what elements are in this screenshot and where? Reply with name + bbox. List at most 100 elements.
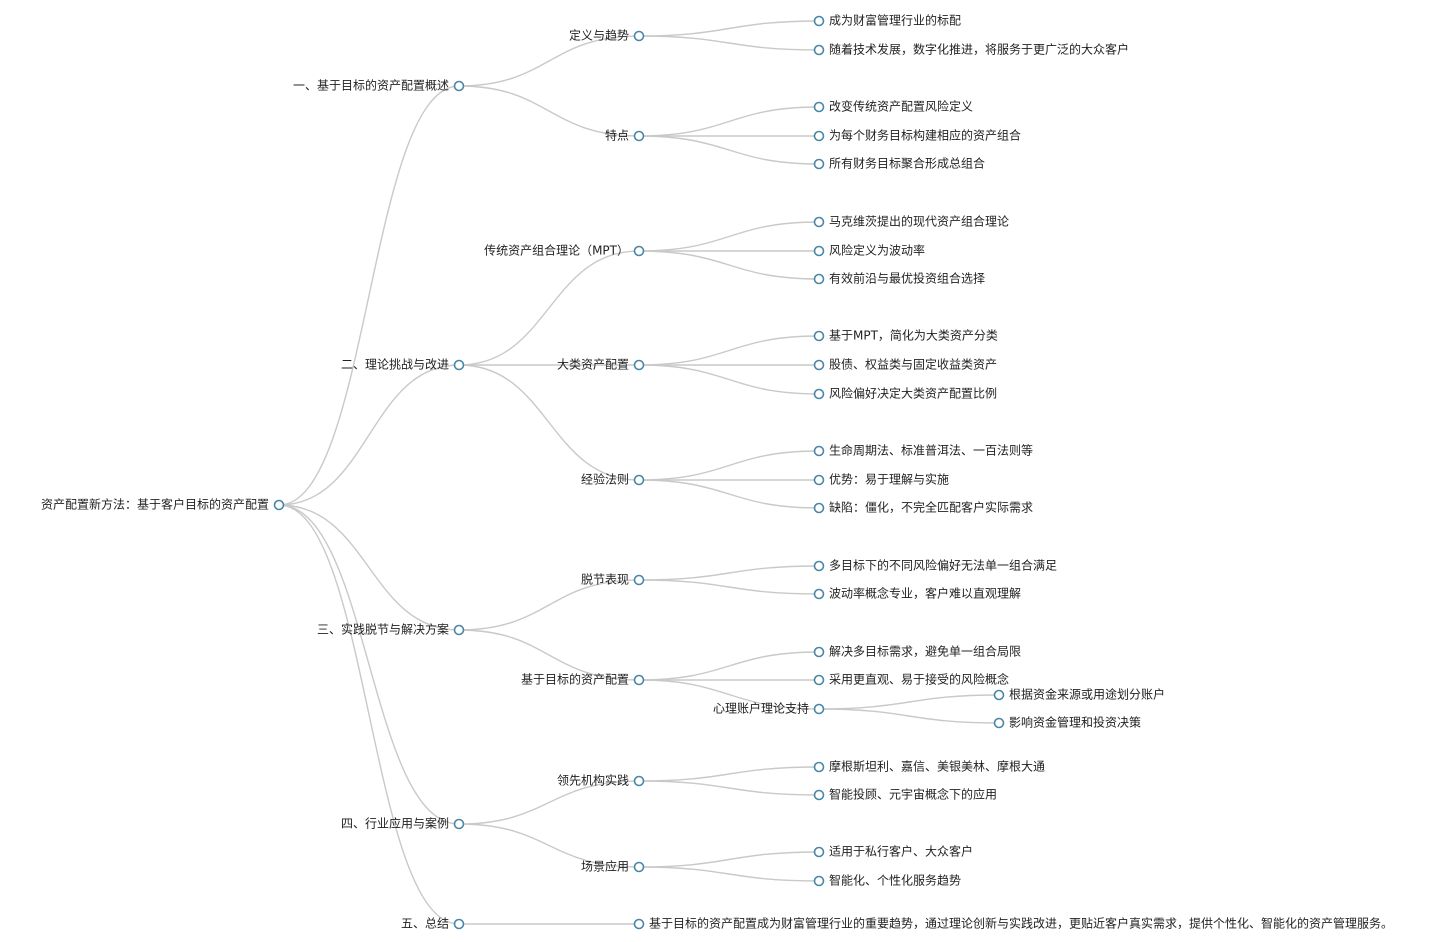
- mindmap-node-d3-2-1-1[interactable]: 采用更直观、易于接受的风险概念: [813, 672, 1010, 687]
- mindmap-node-d3-3-1-1[interactable]: 智能化、个性化服务趋势: [813, 873, 962, 888]
- node-toggle-circle[interactable]: [813, 502, 825, 514]
- node-label: 波动率概念专业，客户难以直观理解: [829, 586, 1021, 601]
- mindmap-node-d4-2-1-2-1[interactable]: 影响资金管理和投资决策: [993, 715, 1142, 730]
- mindmap-node-d2-0-0[interactable]: 定义与趋势: [569, 28, 645, 43]
- node-toggle-circle[interactable]: [813, 703, 825, 715]
- mindmap-node-d3-2-0-0[interactable]: 多目标下的不同风险偏好无法单一组合满足: [813, 558, 1058, 573]
- mindmap-node-d3-1-2-2[interactable]: 缺陷：僵化，不完全匹配客户实际需求: [813, 500, 1034, 515]
- node-toggle-circle[interactable]: [813, 359, 825, 371]
- node-label: 生命周期法、标准普洱法、一百法则等: [829, 443, 1033, 458]
- mindmap-node-d2-1-2[interactable]: 经验法则: [581, 472, 645, 487]
- node-toggle-circle[interactable]: [813, 846, 825, 858]
- link-d2-3-1-to-1: [638, 866, 820, 882]
- node-label: 采用更直观、易于接受的风险概念: [829, 672, 1009, 687]
- mindmap-node-d1-4[interactable]: 五、总结: [401, 917, 465, 931]
- node-toggle-circle[interactable]: [813, 761, 825, 773]
- link-d2-1-2-to-0: [638, 450, 820, 481]
- node-label: 场景应用: [581, 859, 629, 874]
- node-label: 传统资产组合理论（MPT）: [484, 243, 629, 258]
- node-toggle-circle[interactable]: [273, 499, 285, 511]
- mindmap-node-d3-1-2-1[interactable]: 优势：易于理解与实施: [813, 472, 950, 487]
- mindmap-node-d3-3-1-0[interactable]: 适用于私行客户、大众客户: [813, 844, 974, 859]
- mindmap-node-d3-1-0-0[interactable]: 马克维茨提出的现代资产组合理论: [813, 214, 1010, 229]
- node-toggle-circle[interactable]: [813, 245, 825, 257]
- mindmap-node-d4-2-1-2-0[interactable]: 根据资金来源或用途划分账户: [993, 687, 1166, 702]
- node-toggle-circle[interactable]: [633, 30, 645, 42]
- node-toggle-circle[interactable]: [453, 624, 465, 636]
- node-toggle-circle[interactable]: [633, 359, 645, 371]
- mindmap-node-root[interactable]: 资产配置新方法：基于客户目标的资产配置: [41, 497, 285, 512]
- node-toggle-circle[interactable]: [813, 560, 825, 572]
- node-toggle-circle[interactable]: [993, 717, 1005, 729]
- mindmap-node-d2-1-0[interactable]: 传统资产组合理论（MPT）: [484, 243, 645, 258]
- mindmap-node-d3-1-0-2[interactable]: 有效前沿与最优投资组合选择: [813, 271, 986, 286]
- mindmap-node-d3-1-2-0[interactable]: 生命周期法、标准普洱法、一百法则等: [813, 443, 1034, 458]
- node-toggle-circle[interactable]: [813, 216, 825, 228]
- node-toggle-circle[interactable]: [813, 875, 825, 887]
- node-toggle-circle[interactable]: [813, 445, 825, 457]
- node-toggle-circle[interactable]: [633, 574, 645, 586]
- node-label: 为每个财务目标构建相应的资产组合: [829, 128, 1021, 143]
- mindmap-node-d2-3-1[interactable]: 场景应用: [581, 859, 645, 874]
- node-toggle-circle[interactable]: [813, 388, 825, 400]
- node-toggle-circle[interactable]: [813, 789, 825, 801]
- node-toggle-circle[interactable]: [813, 130, 825, 142]
- node-toggle-circle[interactable]: [813, 15, 825, 27]
- node-toggle-circle[interactable]: [813, 158, 825, 170]
- node-toggle-circle[interactable]: [813, 674, 825, 686]
- mindmap-node-d3-0-1-2[interactable]: 所有财务目标聚合形成总组合: [813, 156, 986, 171]
- mindmap-node-d3-2-0-1[interactable]: 波动率概念专业，客户难以直观理解: [813, 586, 1022, 601]
- mindmap-node-d1-1[interactable]: 二、理论挑战与改进: [341, 358, 465, 372]
- link-d1-2-to-0: [458, 579, 640, 631]
- node-toggle-circle[interactable]: [813, 330, 825, 342]
- node-toggle-circle[interactable]: [453, 359, 465, 371]
- node-label: 适用于私行客户、大众客户: [829, 844, 973, 859]
- node-toggle-circle[interactable]: [633, 130, 645, 142]
- node-toggle-circle[interactable]: [813, 646, 825, 658]
- mindmap-node-d3-0-1-1[interactable]: 为每个财务目标构建相应的资产组合: [813, 128, 1022, 143]
- mindmap-node-d2-2-0[interactable]: 脱节表现: [581, 572, 645, 587]
- node-label: 大类资产配置: [557, 358, 629, 372]
- node-toggle-circle[interactable]: [813, 44, 825, 56]
- link-root-to-0: [278, 85, 460, 506]
- mindmap-node-d3-1-1-2[interactable]: 风险偏好决定大类资产配置比例: [813, 386, 998, 401]
- mindmap-node-d1-2[interactable]: 三、实践脱节与解决方案: [317, 622, 465, 637]
- node-toggle-circle[interactable]: [633, 861, 645, 873]
- mindmap-node-d3-0-0-0[interactable]: 成为财富管理行业的标配: [813, 13, 962, 28]
- node-toggle-circle[interactable]: [993, 689, 1005, 701]
- mindmap-node-d3-3-0-1[interactable]: 智能投顾、元宇宙概念下的应用: [813, 787, 998, 802]
- link-d2-3-1-to-0: [638, 851, 820, 868]
- mindmap-node-d1-3[interactable]: 四、行业应用与案例: [341, 816, 465, 831]
- node-label: 解决多目标需求，避免单一组合局限: [829, 644, 1021, 659]
- link-d2-1-0-to-0: [638, 221, 820, 252]
- node-toggle-circle[interactable]: [813, 474, 825, 486]
- mindmap-node-d3-1-1-0[interactable]: 基于MPT，简化为大类资产分类: [813, 329, 998, 343]
- node-toggle-circle[interactable]: [453, 918, 465, 930]
- node-toggle-circle[interactable]: [633, 245, 645, 257]
- mindmap-node-d2-2-1[interactable]: 基于目标的资产配置: [521, 672, 645, 687]
- node-toggle-circle[interactable]: [813, 101, 825, 113]
- mindmap-node-d3-2-1-2[interactable]: 心理账户理论支持: [713, 701, 825, 716]
- mindmap-node-d3-1-0-1[interactable]: 风险定义为波动率: [813, 243, 926, 258]
- mindmap-node-d3-0-0-1[interactable]: 随着技术发展，数字化推进，将服务于更广泛的大众客户: [813, 42, 1130, 57]
- mindmap-node-d2-1-1[interactable]: 大类资产配置: [557, 358, 645, 372]
- node-toggle-circle[interactable]: [633, 918, 645, 930]
- mindmap-node-d3-0-1-0[interactable]: 改变传统资产配置风险定义: [813, 99, 974, 114]
- node-toggle-circle[interactable]: [633, 775, 645, 787]
- mindmap-node-d3-2-1-0[interactable]: 解决多目标需求，避免单一组合局限: [813, 644, 1022, 659]
- node-toggle-circle[interactable]: [633, 474, 645, 486]
- link-root-to-4: [278, 504, 460, 925]
- node-toggle-circle[interactable]: [453, 818, 465, 830]
- node-toggle-circle[interactable]: [633, 674, 645, 686]
- mindmap-node-d2-3-0[interactable]: 领先机构实践: [557, 773, 645, 788]
- mindmap-node-d2-0-1[interactable]: 特点: [605, 128, 645, 143]
- node-toggle-circle[interactable]: [813, 273, 825, 285]
- node-toggle-circle[interactable]: [453, 80, 465, 92]
- mindmap-node-d3-1-1-1[interactable]: 股债、权益类与固定收益类资产: [813, 357, 998, 372]
- mindmap-node-d2-4-0[interactable]: 基于目标的资产配置成为财富管理行业的重要趋势，通过理论创新与实践改进，更贴近客户…: [633, 916, 1394, 931]
- mindmap-node-d1-0[interactable]: 一、基于目标的资产配置概述: [293, 78, 465, 93]
- node-toggle-circle[interactable]: [813, 588, 825, 600]
- link-root-to-1: [278, 364, 460, 506]
- mindmap-node-d3-3-0-0[interactable]: 摩根斯坦利、嘉信、美银美林、摩根大通: [813, 759, 1046, 774]
